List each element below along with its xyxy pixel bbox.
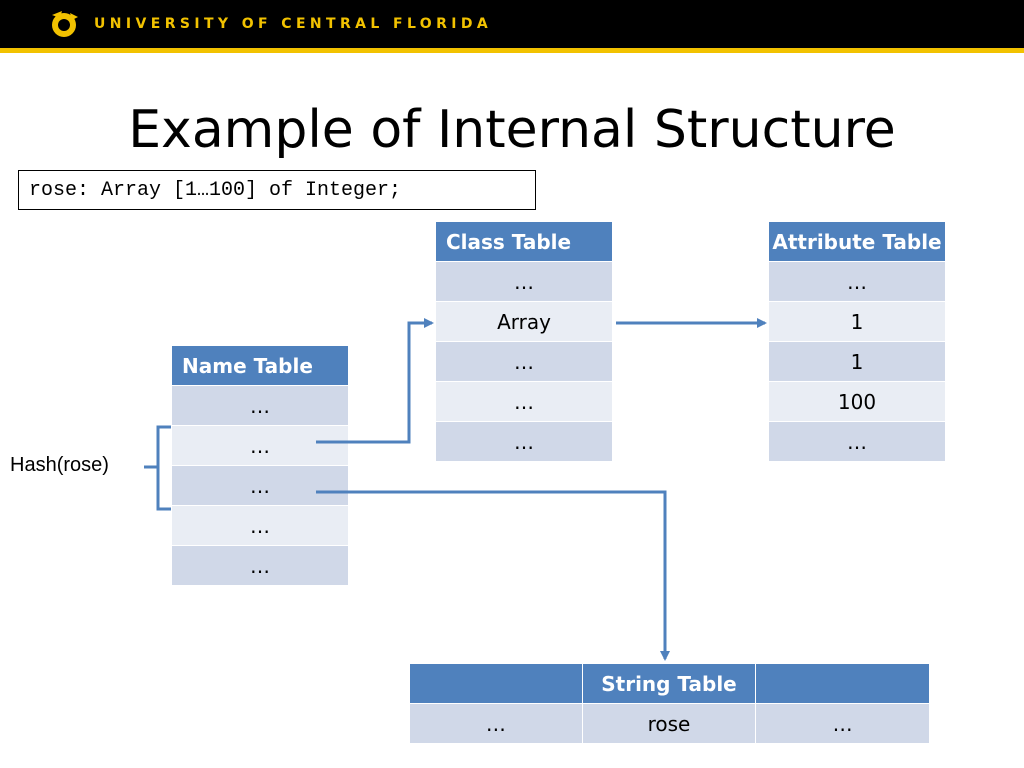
attribute-table-cell: 100 bbox=[768, 381, 946, 422]
string-table-cell: … bbox=[409, 703, 583, 744]
string-table-header: String Table bbox=[581, 663, 757, 704]
attribute-table: Attribute Table … 1 1 100 … bbox=[768, 221, 946, 462]
name-table-cell: … bbox=[171, 425, 349, 466]
university-name: UNIVERSITY OF CENTRAL FLORIDA bbox=[94, 16, 493, 32]
string-table: String Table … rose … bbox=[409, 663, 930, 744]
string-table-cell: rose bbox=[581, 703, 757, 744]
string-table-header-cell bbox=[409, 663, 583, 704]
code-declaration: rose: Array [1…100] of Integer; bbox=[18, 170, 536, 210]
class-table-header: Class Table bbox=[435, 221, 613, 262]
name-table-cell: … bbox=[171, 465, 349, 506]
class-table-cell: … bbox=[435, 421, 613, 462]
attribute-table-cell: … bbox=[768, 421, 946, 462]
hash-brace bbox=[144, 425, 171, 511]
header-bar: UNIVERSITY OF CENTRAL FLORIDA bbox=[0, 0, 1024, 48]
class-table-cell: … bbox=[435, 381, 613, 422]
hash-label: Hash(rose) bbox=[10, 454, 109, 476]
arrow-name-to-string bbox=[316, 490, 670, 661]
name-table-cell: … bbox=[171, 385, 349, 426]
string-table-cell: … bbox=[755, 703, 930, 744]
class-table-cell: Array bbox=[435, 301, 613, 342]
name-table-header: Name Table bbox=[171, 345, 349, 386]
header-accent-line bbox=[0, 48, 1024, 53]
attribute-table-cell: … bbox=[768, 261, 946, 302]
class-table: Class Table … Array … … … bbox=[435, 221, 613, 462]
name-table-cell: … bbox=[171, 545, 349, 586]
attribute-table-cell: 1 bbox=[768, 341, 946, 382]
name-table: Name Table … … … … … bbox=[171, 345, 349, 586]
pegasus-logo-icon bbox=[52, 11, 78, 37]
slide-title: Example of Internal Structure bbox=[128, 100, 896, 160]
arrow-name-to-class bbox=[316, 318, 434, 444]
class-table-cell: … bbox=[435, 341, 613, 382]
string-table-header-cell bbox=[755, 663, 930, 704]
attribute-table-cell: 1 bbox=[768, 301, 946, 342]
